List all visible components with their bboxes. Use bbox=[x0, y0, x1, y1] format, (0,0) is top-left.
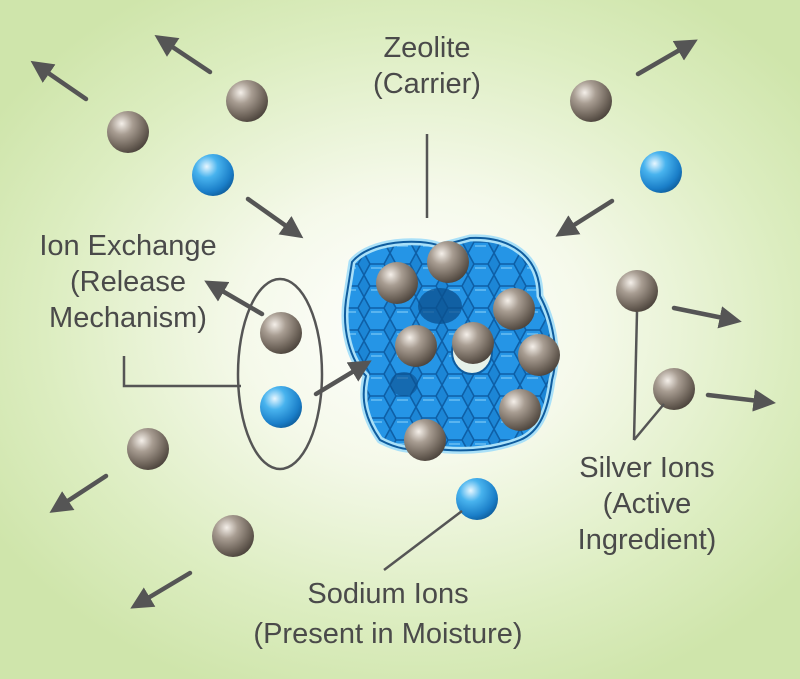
arrow bbox=[313, 360, 372, 397]
ion-exchange-ellipse bbox=[236, 277, 324, 471]
sodium-ions-label-line1: Sodium Ions bbox=[307, 578, 469, 610]
arrow bbox=[555, 198, 615, 237]
arrow bbox=[245, 196, 304, 239]
silver-ion bbox=[107, 111, 149, 153]
silver-ions-label-line2: (Active bbox=[602, 488, 692, 520]
silver-ion bbox=[212, 515, 254, 557]
silver-ion bbox=[404, 419, 446, 461]
silver-ion bbox=[395, 325, 437, 367]
zeolite-label-line1: Zeolite bbox=[383, 32, 471, 64]
arrow bbox=[705, 389, 776, 412]
silver-ion bbox=[427, 241, 469, 283]
arrow bbox=[635, 39, 698, 77]
arrow bbox=[154, 35, 213, 75]
silver-ions-label-line3: Ingredient) bbox=[577, 524, 717, 556]
sodium-ion bbox=[640, 151, 682, 193]
movement-arrows bbox=[30, 35, 776, 609]
ion-exchange-label: Ion Exchange (Release Mechanism) bbox=[8, 228, 248, 336]
ion-exchange-label-line2: (Release bbox=[69, 266, 187, 298]
silver-ions-label-line1: Silver Ions bbox=[579, 452, 715, 484]
sodium-ions-label: Sodium Ions (Present in Moisture) bbox=[220, 574, 556, 654]
silver-ions-label: Silver Ions (Active Ingredient) bbox=[552, 450, 742, 558]
silver-ion bbox=[616, 270, 658, 312]
silver-ion bbox=[452, 322, 494, 364]
arrow bbox=[671, 305, 742, 329]
silver-ion bbox=[653, 368, 695, 410]
silver-ion bbox=[226, 80, 268, 122]
silver-ions-on-zeolite bbox=[376, 241, 560, 461]
sodium-ions bbox=[192, 151, 682, 520]
silver-ion bbox=[376, 262, 418, 304]
sodium-ions-label-line2: (Present in Moisture) bbox=[253, 618, 523, 650]
sodium-ion bbox=[456, 478, 498, 520]
ion-exchange-label-line3: Mechanism) bbox=[49, 302, 207, 334]
arrow bbox=[204, 280, 265, 317]
arrow bbox=[130, 570, 193, 609]
silver-ion bbox=[493, 288, 535, 330]
zeolite-label-line2: (Carrier) bbox=[373, 68, 481, 100]
arrow bbox=[49, 473, 109, 513]
silver-ions-leader-line bbox=[633, 403, 665, 441]
silver-ion bbox=[570, 80, 612, 122]
ion-exchange-leader-line bbox=[122, 356, 241, 388]
silver-ion bbox=[127, 428, 169, 470]
silver-ion bbox=[499, 389, 541, 431]
silver-ion bbox=[260, 312, 302, 354]
silver-ion bbox=[518, 334, 560, 376]
sodium-ions-leader-line bbox=[383, 510, 463, 571]
ion-exchange-label-line1: Ion Exchange bbox=[39, 230, 217, 262]
silver-ions-leader-line bbox=[632, 311, 639, 441]
sodium-ion bbox=[192, 154, 234, 196]
zeolite-label: Zeolite (Carrier) bbox=[347, 30, 507, 102]
sodium-ion bbox=[260, 386, 302, 428]
free-silver-ions bbox=[107, 80, 695, 557]
leader-lines bbox=[122, 134, 665, 571]
arrow bbox=[30, 60, 89, 102]
